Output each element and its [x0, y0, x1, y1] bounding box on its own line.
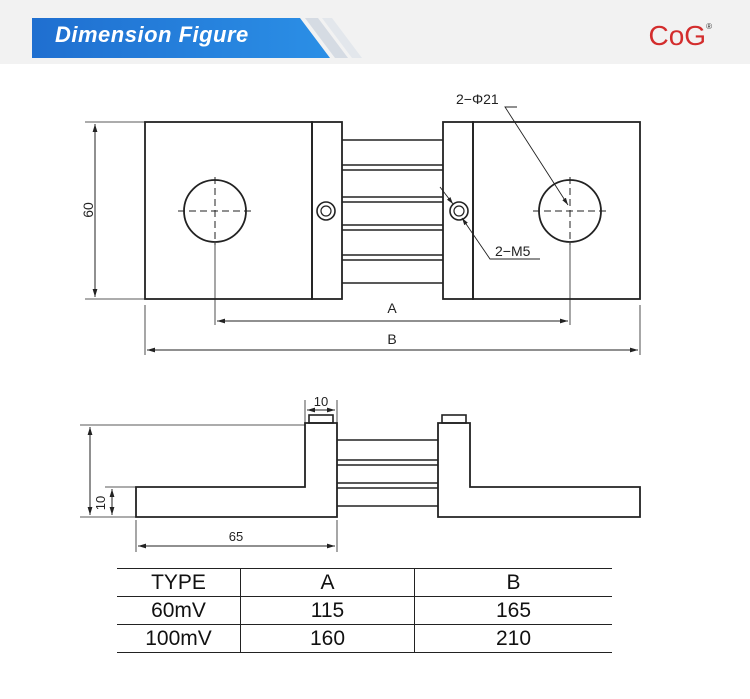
table-cell: 165: [414, 596, 612, 625]
shunt-strips: [342, 139, 443, 284]
registered-mark: ®: [706, 22, 712, 31]
table-row: 60mV 115 165: [117, 596, 612, 625]
table-cell: 210: [414, 624, 612, 653]
dim-length-label: 65: [229, 529, 243, 544]
page-title: Dimension Figure: [55, 22, 249, 47]
dim-a-label: A: [387, 300, 397, 316]
header-cell: TYPE: [117, 568, 241, 597]
side-shunt-strips: [337, 439, 438, 507]
dim-terminal-width-label: 10: [314, 394, 328, 409]
left-screw: [316, 201, 336, 221]
header-cell: A: [240, 568, 415, 597]
table-row: 100mV 160 210: [117, 624, 612, 653]
left-terminal-profile: [135, 422, 338, 518]
right-terminal-block: [472, 121, 641, 300]
table-cell: 115: [240, 596, 415, 625]
dim-base-thickness-label: 10: [93, 496, 108, 510]
table-header-row: TYPE A B: [117, 568, 612, 597]
dim-height-label: 60: [80, 202, 96, 218]
right-terminal-profile: [437, 422, 641, 518]
left-terminal-cap: [308, 414, 334, 424]
logo-text: CoG: [648, 20, 707, 51]
dim-b-label: B: [387, 331, 396, 347]
table-cell: 60mV: [117, 596, 241, 625]
hole-centerlines: [178, 177, 607, 245]
top-view: [85, 106, 641, 355]
header-banner: Dimension Figure CoG®: [0, 0, 750, 64]
right-terminal-cap: [441, 414, 467, 424]
banner-stripe: [32, 18, 362, 58]
right-screw: [449, 201, 469, 221]
left-terminal-flange: [311, 121, 343, 300]
hole-callout-label: 2−Φ21: [456, 91, 499, 107]
spec-table: TYPE A B 60mV 115 165 100mV 160 210: [117, 568, 612, 653]
brand-logo: CoG®: [649, 20, 712, 52]
table-cell: 160: [240, 624, 415, 653]
table-cell: 100mV: [117, 624, 241, 653]
side-view: [80, 400, 641, 552]
header-cell: B: [414, 568, 612, 597]
screw-callout-label: 2−M5: [495, 243, 531, 259]
